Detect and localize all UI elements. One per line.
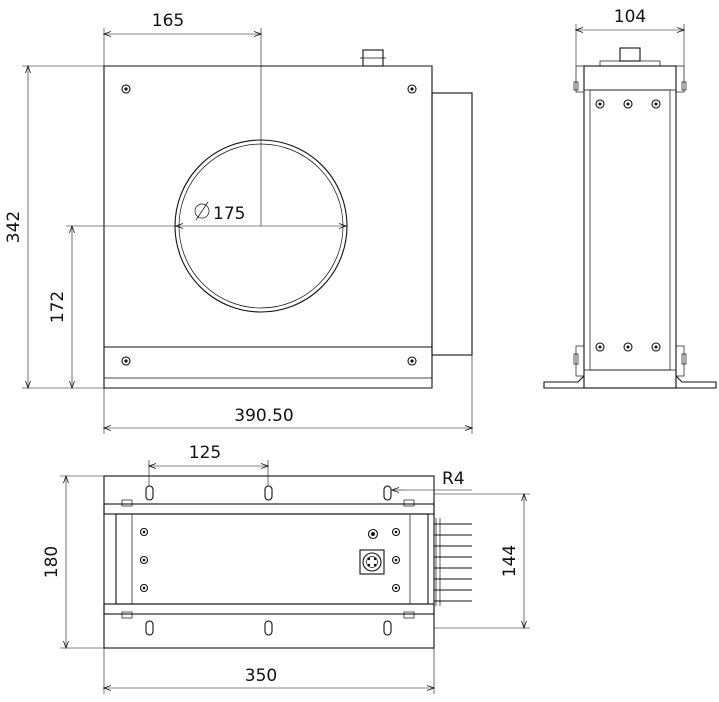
bottom-indicator: [367, 528, 379, 540]
side-connector: [619, 47, 641, 62]
bottom-connector: [359, 549, 385, 575]
side-screws: [595, 99, 661, 352]
dim-172-label: 172: [48, 291, 68, 323]
bottom-heatsink: [434, 518, 472, 606]
dim-342-label: 342: [4, 211, 24, 243]
diameter-symbol: [194, 201, 210, 221]
side-housing: [583, 65, 677, 389]
front-view: [22, 28, 472, 434]
side-foot-right: [675, 375, 717, 389]
dim-350-label: 350: [245, 666, 277, 686]
dim-diameter-label: 175: [213, 204, 245, 224]
bottom-base-plate: [103, 475, 435, 649]
side-view: [543, 24, 717, 389]
dim-104-label: 104: [614, 7, 646, 27]
dim-144-label: 144: [500, 545, 520, 577]
bottom-rail-top: [103, 503, 435, 515]
dim-125-label: 125: [189, 443, 221, 463]
bottom-view: [60, 460, 530, 694]
front-screws: [121, 84, 417, 366]
bottom-rail-bottom: [103, 603, 435, 615]
front-rear-block: [431, 92, 473, 356]
dim-180-label: 180: [42, 546, 62, 578]
bottom-body: [115, 513, 429, 605]
side-foot-left: [543, 375, 585, 389]
dim-165-label: 165: [152, 11, 184, 31]
bottom-slots: [145, 485, 392, 636]
dim-390-label: 390.50: [234, 406, 293, 426]
dim-r4-label: R4: [442, 469, 465, 489]
bottom-screws: [139, 527, 401, 593]
front-plate: [103, 65, 433, 389]
